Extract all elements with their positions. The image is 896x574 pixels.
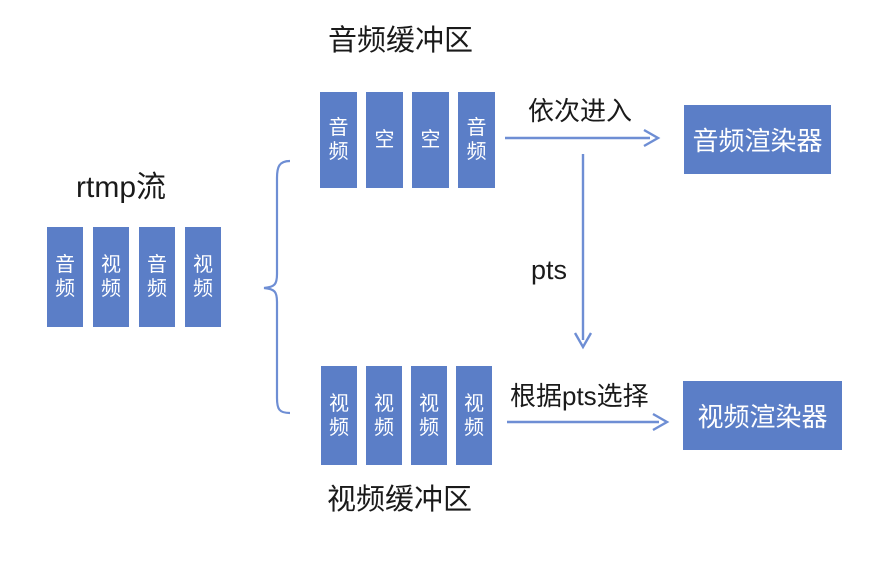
audio-renderer-node: 音频渲染器 bbox=[684, 105, 831, 174]
audio-buffer-cell: 空 bbox=[412, 92, 449, 188]
brace bbox=[263, 159, 291, 415]
audio-buffer-title: 音频缓冲区 bbox=[328, 25, 474, 57]
video-buffer-cell: 视频 bbox=[321, 366, 357, 465]
video-buffer-cell: 视频 bbox=[411, 366, 447, 465]
rtmp-stream-row: 音频 视频 音频 视频 bbox=[47, 227, 221, 327]
rtmp-stream-title: rtmp流 bbox=[76, 171, 166, 204]
video-buffer-row: 视频 视频 视频 视频 bbox=[321, 366, 492, 465]
video-arrow-label: 根据pts选择 bbox=[510, 381, 649, 411]
video-buffer-cell: 视频 bbox=[456, 366, 492, 465]
rtmp-stream-cell: 音频 bbox=[139, 227, 175, 327]
video-renderer-node: 视频渲染器 bbox=[683, 381, 842, 450]
rtmp-stream-cell: 视频 bbox=[93, 227, 129, 327]
audio-buffer-cell: 音频 bbox=[320, 92, 357, 188]
video-buffer-title: 视频缓冲区 bbox=[327, 484, 473, 516]
arrow-pts-down bbox=[573, 154, 593, 350]
audio-arrow-label: 依次进入 bbox=[528, 96, 633, 126]
pts-arrow-label: pts bbox=[531, 255, 568, 285]
rtmp-stream-cell: 音频 bbox=[47, 227, 83, 327]
arrow-audio-to-renderer bbox=[505, 128, 661, 148]
arrow-video-to-renderer bbox=[507, 412, 670, 432]
video-buffer-cell: 视频 bbox=[366, 366, 402, 465]
rtmp-stream-cell: 视频 bbox=[185, 227, 221, 327]
audio-buffer-row: 音频 空 空 音频 bbox=[320, 92, 495, 188]
audio-buffer-cell: 空 bbox=[366, 92, 403, 188]
audio-buffer-cell: 音频 bbox=[458, 92, 495, 188]
